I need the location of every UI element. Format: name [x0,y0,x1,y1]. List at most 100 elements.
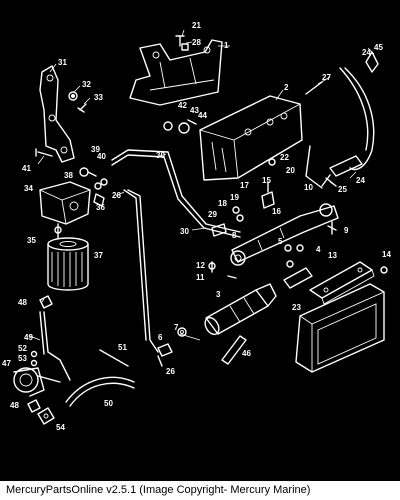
callout-42: 42 [178,101,187,110]
cap-46-part[interactable] [221,335,247,365]
leader-lines [29,29,375,341]
filter-head-34-part[interactable] [39,181,91,225]
bolt-21-part[interactable] [175,35,189,51]
exploded-parts-diagram: 1 2 3 4 5 6 7 8 9 10 11 12 13 14 15 16 1… [2,21,391,432]
callout-33: 33 [94,93,103,102]
callout-30a: 30 [156,151,165,160]
callout-41: 41 [22,164,31,173]
callout-10: 10 [304,183,313,192]
fuel-hose-24-part[interactable] [329,51,379,177]
fitting-6-part[interactable] [157,343,173,357]
callout-47: 47 [2,359,11,368]
washer-32-part[interactable] [68,91,78,101]
callout-14: 14 [382,250,391,259]
fuel-rail-assembly-part[interactable] [230,203,339,266]
gasket-54-part[interactable] [37,407,55,425]
callout-51: 51 [118,343,127,352]
bolt-14-part[interactable] [380,266,388,274]
callout-36: 36 [96,203,105,212]
sensor-15-16-part[interactable] [261,181,275,209]
callout-18: 18 [218,199,227,208]
fitting-38-part[interactable] [79,167,97,177]
callout-49: 49 [24,333,33,342]
callout-48a: 48 [18,298,27,307]
callout-8: 8 [232,231,237,240]
callout-22: 22 [280,153,289,162]
bracket-13-part[interactable] [309,261,375,305]
callout-19: 19 [230,193,239,202]
fitting-35-part[interactable] [54,223,62,239]
callout-2: 2 [284,83,289,92]
callout-29: 29 [208,210,217,219]
fuel-filter-37-part[interactable] [47,237,89,291]
fuel-line-26-part[interactable] [123,189,159,353]
callout-15: 15 [262,176,271,185]
pin-27-part[interactable] [305,81,323,95]
bolt-33-part[interactable] [77,103,87,113]
fuel-line-30-part[interactable] [111,149,241,238]
callout-labels: 1 2 3 4 5 6 7 8 9 10 11 12 13 14 15 16 1… [2,21,391,432]
callout-3: 3 [216,290,221,299]
fittings-52-53[interactable] [30,350,38,367]
callout-7: 7 [174,323,179,332]
fitting-26b-part[interactable] [157,355,163,367]
pin-51-part[interactable] [99,349,129,367]
callout-44: 44 [198,111,207,120]
fitting-29-part[interactable] [211,223,227,237]
callout-12: 12 [196,261,205,270]
bolt-41-part[interactable] [35,148,53,157]
fitting-18-19-part[interactable] [232,206,244,222]
callout-37: 37 [94,251,103,260]
module-housing-part[interactable] [199,95,303,181]
fitting-9-part[interactable] [327,221,337,235]
callout-13: 13 [328,251,337,260]
callout-39: 39 [91,145,100,154]
callout-34: 34 [24,184,33,193]
hardware-42-44[interactable] [163,119,197,134]
callout-17: 17 [240,181,249,190]
callout-46: 46 [242,349,251,358]
copyright-caption-bar: MercuryPartsOnline v2.5.1 (Image Copyrig… [0,480,400,500]
fitting-12-part[interactable] [208,261,216,273]
callout-43: 43 [190,106,199,115]
callout-1: 1 [224,41,229,50]
tube-20-part[interactable] [305,145,323,189]
fittings-4-5-part[interactable] [284,244,304,268]
callout-24a: 24 [362,48,371,57]
callout-30b: 30 [180,227,189,236]
fitting-7-part[interactable] [177,327,187,337]
copyright-caption: MercuryPartsOnline v2.5.1 (Image Copyrig… [6,484,311,496]
left-bracket-part[interactable] [39,65,75,163]
callout-24b: 24 [356,176,365,185]
fitting-39-40[interactable] [94,178,108,190]
callout-9: 9 [344,226,349,235]
fitting-22-part[interactable] [268,158,276,166]
callout-35: 35 [27,236,36,245]
fitting-36-part[interactable] [93,193,105,207]
callout-26b: 26 [166,367,175,376]
callout-23: 23 [292,303,301,312]
module-23-part[interactable] [295,283,385,373]
callout-27: 27 [322,73,331,82]
callout-53: 53 [18,354,27,363]
callout-4: 4 [316,245,321,254]
tube-49-part[interactable] [39,311,71,381]
callout-28: 28 [192,38,201,47]
hose-50-part[interactable] [65,376,135,407]
callout-25: 25 [338,185,347,194]
callout-32: 32 [82,80,91,89]
callout-40: 40 [97,152,106,161]
fitting-48-part[interactable] [39,295,53,309]
callout-11: 11 [196,273,205,282]
fuel-pump-3-part[interactable] [202,283,277,337]
callout-20: 20 [286,166,295,175]
callout-48b: 48 [10,401,19,410]
tube-cap-part[interactable] [283,267,313,289]
callout-38: 38 [64,171,73,180]
gasket-48b-part[interactable] [27,399,41,413]
bracket-plate-part[interactable] [129,39,223,106]
callout-16: 16 [272,207,281,216]
pump-47-part[interactable] [13,367,61,397]
callout-31: 31 [58,58,67,67]
fitting-11-part[interactable] [227,275,237,279]
